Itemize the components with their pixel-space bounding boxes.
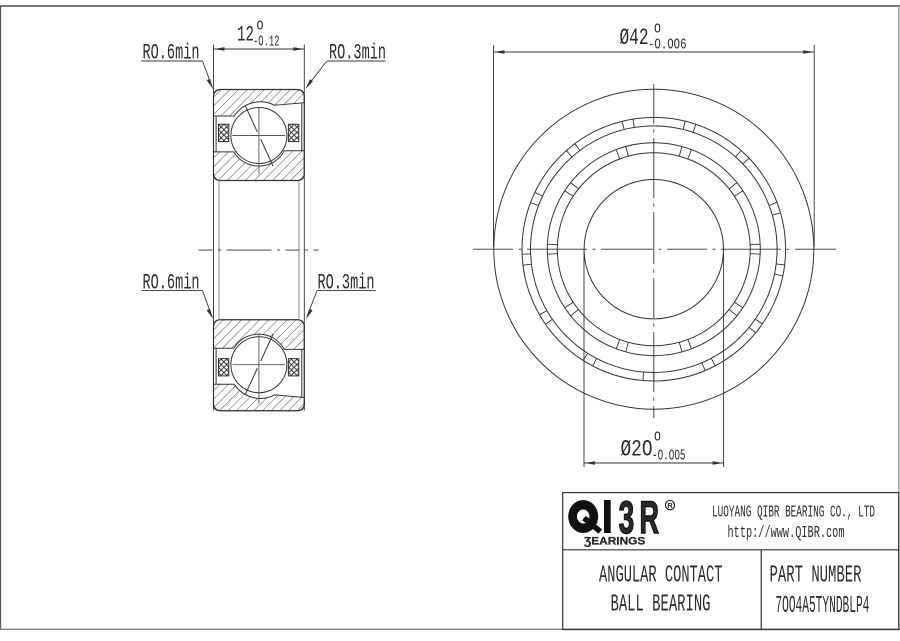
svg-text:O: O	[257, 19, 264, 35]
svg-text:ANGULAR CONTACT: ANGULAR CONTACT	[599, 563, 723, 590]
svg-text:RO.6min: RO.6min	[143, 41, 200, 66]
svg-text:RO.3min: RO.3min	[318, 271, 375, 296]
svg-text:-O.OO5: -O.OO5	[652, 448, 686, 464]
svg-text:-O.OO6: -O.OO6	[648, 37, 687, 53]
svg-text:Ø42: Ø42	[620, 25, 649, 51]
svg-text:LUOYANG QIBR BEARING CO., LTD: LUOYANG QIBR BEARING CO., LTD	[712, 503, 875, 522]
svg-text:BALL BEARING: BALL BEARING	[611, 591, 711, 618]
svg-text:O: O	[654, 22, 661, 38]
svg-text:Ø2O: Ø2O	[621, 436, 653, 462]
svg-text:12: 12	[237, 23, 254, 48]
svg-text:RO.6min: RO.6min	[143, 271, 200, 296]
svg-text:O: O	[654, 430, 661, 446]
svg-text:ƷEARINGS: ƷEARINGS	[584, 535, 645, 547]
svg-text:RO.3min: RO.3min	[329, 41, 386, 66]
svg-text:7OO4A5TYNDBLP4: 7OO4A5TYNDBLP4	[775, 593, 869, 620]
svg-text:R: R	[667, 501, 673, 510]
svg-text:http://www.QIBR.com: http://www.QIBR.com	[728, 524, 845, 543]
svg-text:PART NUMBER: PART NUMBER	[770, 563, 862, 590]
svg-text:-O.12: -O.12	[253, 35, 280, 51]
